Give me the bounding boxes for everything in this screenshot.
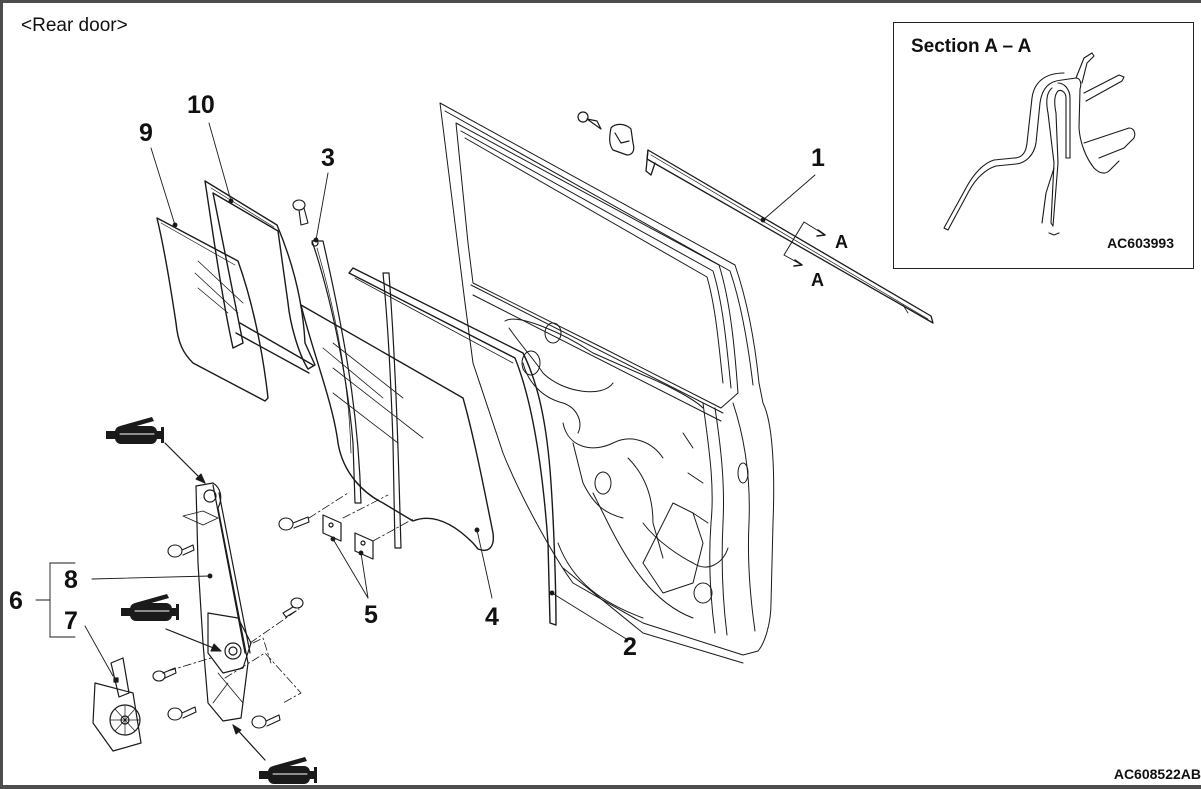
exploded-view-drawing bbox=[35, 102, 934, 784]
callout-3: 3 bbox=[321, 144, 335, 172]
part-9-quarter-glass bbox=[156, 217, 269, 402]
section-marker-a: A bbox=[835, 232, 848, 252]
part-4-door-glass bbox=[300, 304, 495, 551]
door-panel bbox=[439, 102, 775, 664]
grease-gun-icon bbox=[106, 417, 164, 444]
callout-9: 9 bbox=[139, 119, 153, 147]
part-8-regulator bbox=[182, 482, 252, 722]
part-7-motor bbox=[92, 657, 142, 752]
bolt bbox=[167, 706, 197, 721]
clip-and-screw bbox=[577, 111, 635, 156]
bolt bbox=[282, 597, 304, 618]
bolt bbox=[251, 714, 281, 729]
callout-6: 6 bbox=[9, 587, 23, 615]
part-3-channel bbox=[311, 239, 402, 549]
grease-gun-icon bbox=[259, 757, 317, 784]
callout-10: 10 bbox=[187, 91, 215, 119]
part-5-brackets bbox=[322, 514, 374, 560]
part-2-channel bbox=[348, 267, 557, 626]
part-10-frame bbox=[204, 180, 316, 374]
part-1-weatherstrip bbox=[645, 149, 934, 324]
bolt bbox=[152, 667, 177, 682]
grease-gun-icon bbox=[121, 594, 179, 621]
bolt bbox=[278, 516, 310, 531]
section-code: AC603993 bbox=[1107, 235, 1174, 251]
bolt bbox=[292, 199, 309, 226]
leader-lines bbox=[35, 122, 816, 677]
alignment-lines bbox=[308, 492, 416, 542]
grease-arrow bbox=[165, 628, 222, 652]
section-title: Section A – A bbox=[911, 36, 1032, 57]
callout-2: 2 bbox=[623, 633, 637, 661]
section-arrows bbox=[783, 221, 826, 267]
callout-1: 1 bbox=[811, 144, 825, 172]
callout-7: 7 bbox=[64, 607, 78, 635]
callout-5: 5 bbox=[364, 601, 378, 629]
alignment-lines bbox=[167, 608, 302, 704]
bolt bbox=[167, 544, 195, 558]
callout-4: 4 bbox=[485, 603, 499, 631]
diagram-title: <Rear door> bbox=[21, 15, 128, 36]
section-marker-a: A bbox=[811, 270, 824, 290]
callout-8: 8 bbox=[64, 566, 78, 594]
figure-code: AC608522AB bbox=[1113, 766, 1201, 782]
section-inset: Section A – A AC603993 bbox=[893, 22, 1194, 269]
section-drawing bbox=[943, 52, 1136, 236]
